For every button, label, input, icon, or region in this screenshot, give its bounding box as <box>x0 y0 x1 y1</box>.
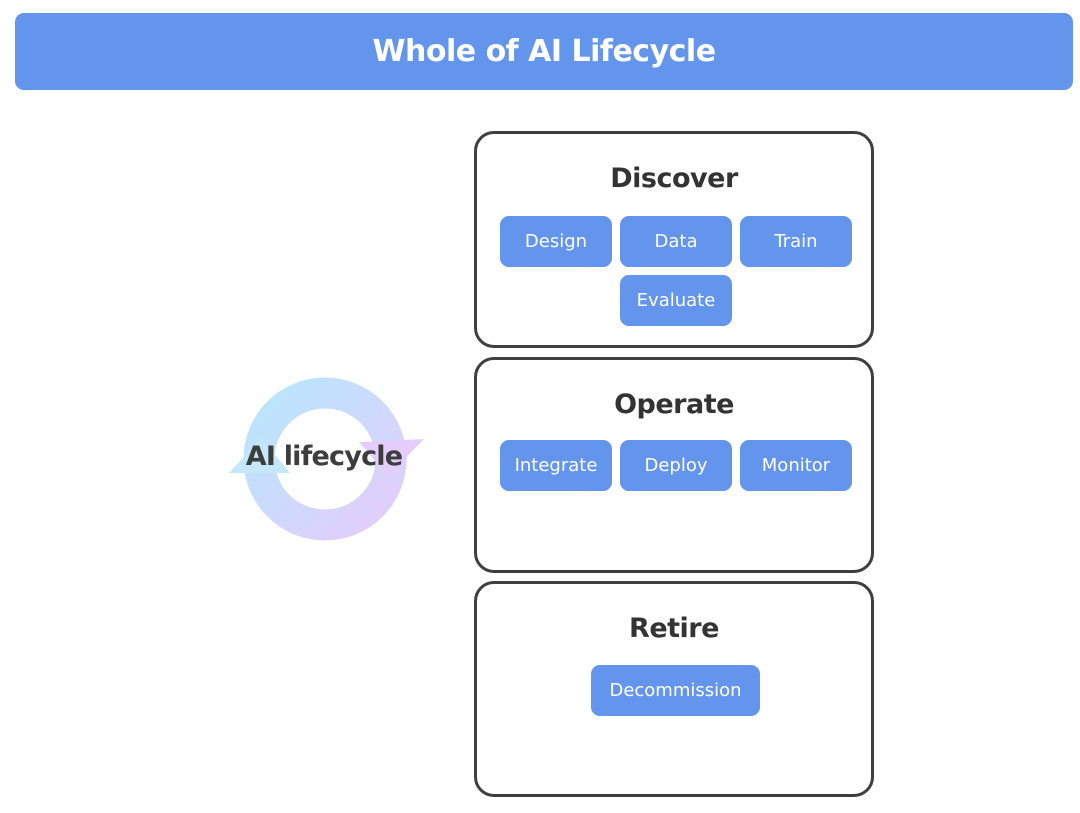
page-title: Whole of AI Lifecycle <box>372 34 716 69</box>
step-train: Train <box>740 216 852 267</box>
stage-retire: Retire Decommission <box>474 581 874 797</box>
step-monitor: Monitor <box>740 440 852 491</box>
cycle-label: AI lifecycle <box>245 441 403 472</box>
circular-arrows-icon <box>229 377 424 541</box>
title-banner: Whole of AI Lifecycle <box>15 13 1073 90</box>
stage-title: Discover <box>610 163 738 194</box>
stage-title: Operate <box>614 389 734 420</box>
stage-discover: Discover Design Data Train Evaluate <box>474 131 874 348</box>
step-decommission: Decommission <box>591 665 760 716</box>
stage-title: Retire <box>629 613 719 644</box>
step-deploy: Deploy <box>620 440 732 491</box>
step-evaluate: Evaluate <box>620 275 732 326</box>
step-design: Design <box>500 216 612 267</box>
step-data: Data <box>620 216 732 267</box>
ai-lifecycle-graphic: AI lifecycle <box>227 375 427 545</box>
step-integrate: Integrate <box>500 440 612 491</box>
stage-operate: Operate Integrate Deploy Monitor <box>474 357 874 573</box>
